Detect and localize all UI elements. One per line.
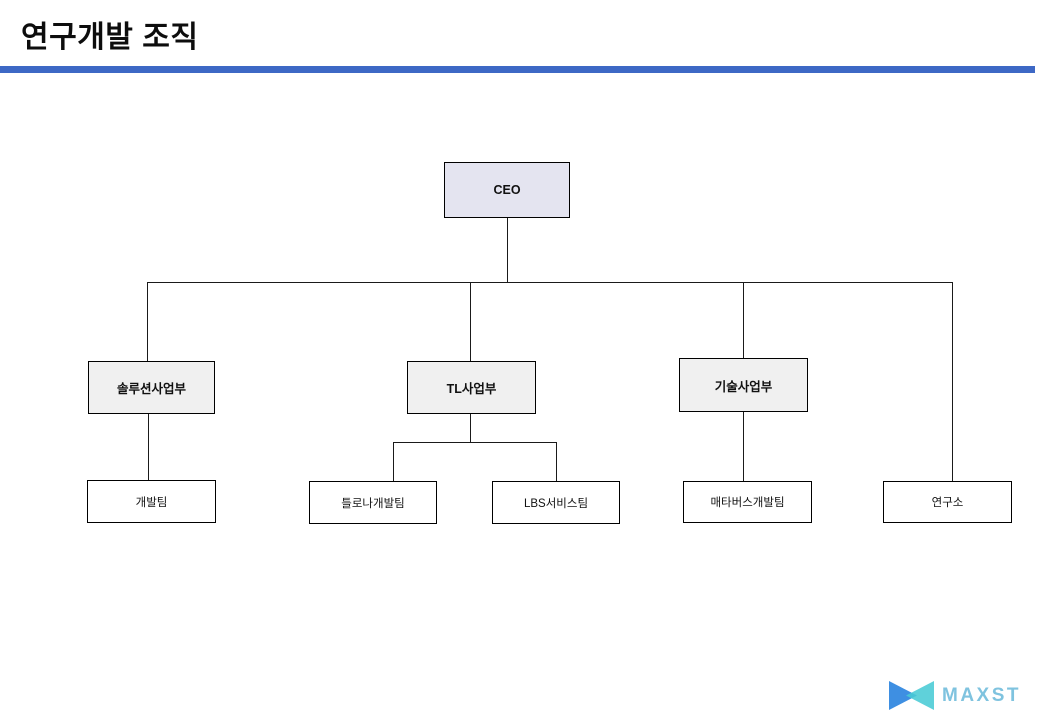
org-node-ceo: CEO [444,162,570,218]
org-node-label: 매타버스개발팀 [710,497,785,509]
org-node-label: 연구소 [931,497,964,509]
title-divider [0,66,1035,73]
org-node-label: CEO [493,183,521,197]
org-node-tech-division: 기술사업부 [679,358,808,412]
connector-drop-tlona [393,442,395,482]
org-node-dev-team: 개발팀 [87,480,216,523]
connector-tl-bus [393,442,557,444]
page-title: 연구개발 조직 [21,21,199,54]
org-node-metaverse-dev-team: 매타버스개발팀 [683,481,812,523]
org-node-label: 개발팀 [135,496,168,509]
org-node-label: 기술사업부 [714,379,773,394]
org-node-research-lab: 연구소 [883,481,1012,523]
maxst-logo-text: MAXST [942,684,1021,706]
connector-main-bus [147,282,953,284]
connector-drop-lab [952,282,954,481]
org-node-label: 틀로나개발팀 [341,497,405,510]
org-node-tlona-dev-team: 틀로나개발팀 [309,481,437,524]
connector-tech-metaverse [743,412,745,481]
org-node-label: LBS서비스팀 [523,497,589,510]
org-node-label: 솔루션사업부 [116,382,186,396]
connector-solution-dev [148,414,150,481]
maxst-logo: MAXST [888,679,1021,712]
maxst-logo-mark [889,681,934,710]
connector-drop-tech [743,282,745,359]
connector-drop-lbs [556,442,558,482]
connector-drop-tl [470,282,472,361]
org-node-label: TL사업부 [446,382,497,396]
org-node-lbs-service-team: LBS서비스팀 [492,481,620,524]
connector-tl-down [470,414,472,442]
connector-drop-solution [147,282,149,361]
org-node-tl-division: TL사업부 [407,361,536,414]
connector-ceo-down [507,218,509,282]
org-node-solution-division: 솔루션사업부 [88,361,215,414]
